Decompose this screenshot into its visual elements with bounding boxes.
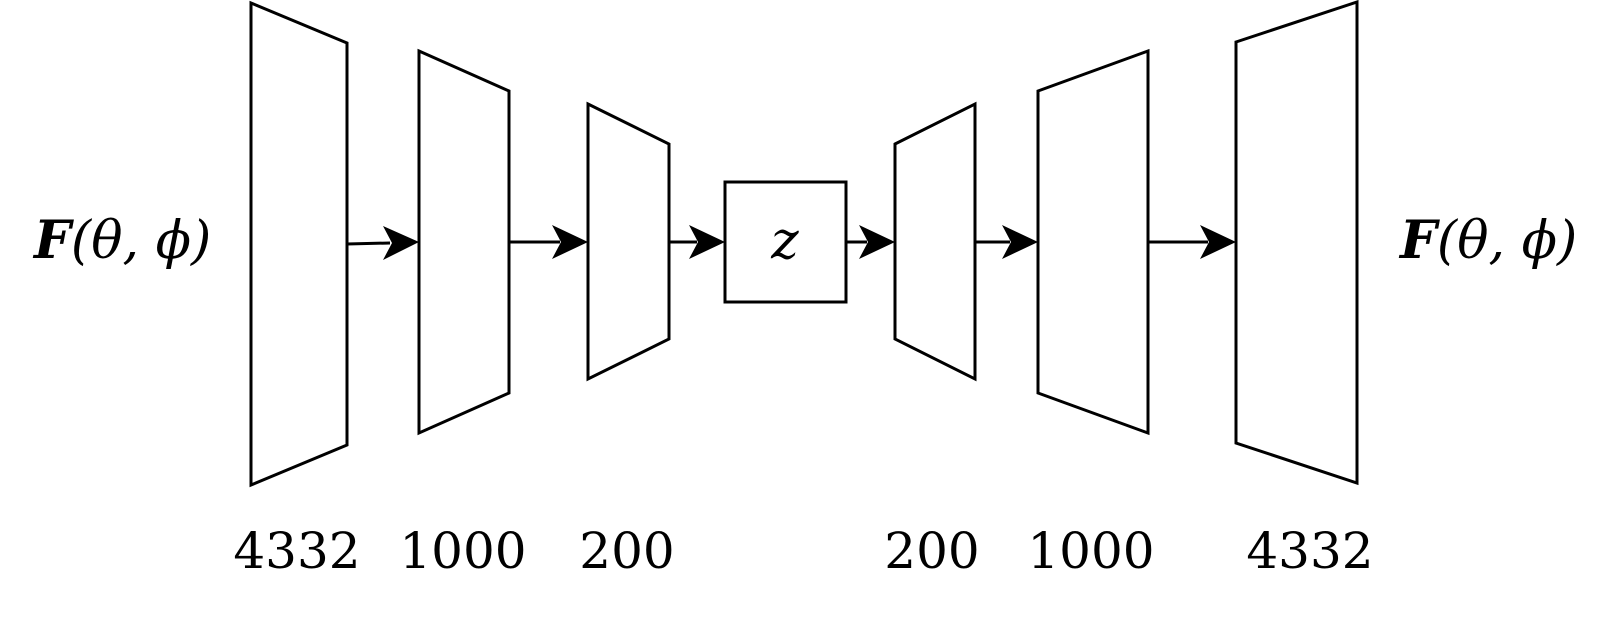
arrow-enc2-enc3 (509, 225, 588, 259)
decoder-layer-2-size: 1000 (1027, 522, 1154, 580)
decoder-layer-1 (893, 101, 977, 382)
output-label-args: (θ, ϕ) (1437, 211, 1577, 271)
decoder-layer-3-size: 4332 (1246, 522, 1373, 580)
decoder-layer-1-size: 200 (884, 522, 979, 580)
decoder-layer-3 (1234, 0, 1359, 486)
encoder-layer-2 (417, 48, 511, 436)
latent-label: z (770, 211, 799, 271)
input-label-args: (θ, ϕ) (71, 211, 211, 271)
encoder-layer-3-size: 200 (579, 522, 674, 580)
input-label: F(θ, ϕ) (32, 210, 211, 271)
encoder-layer-3 (586, 101, 671, 382)
arrow-dec1-dec2 (975, 225, 1038, 259)
encoder-layer-2-size: 1000 (399, 522, 526, 580)
encoder-layer-1 (249, 0, 349, 488)
arrow-dec2-dec3 (1148, 225, 1236, 259)
decoder-layer-2 (1036, 48, 1150, 436)
arrow-enc1-enc2 (346, 226, 419, 260)
output-label-symbol: F (1398, 210, 1440, 271)
encoder-layer-1-size: 4332 (233, 522, 360, 580)
arrow-enc3-latent (669, 225, 725, 259)
input-label-symbol: F (32, 210, 74, 271)
output-label: F(θ, ϕ) (1398, 210, 1577, 271)
arrow-latent-dec1 (846, 225, 895, 259)
